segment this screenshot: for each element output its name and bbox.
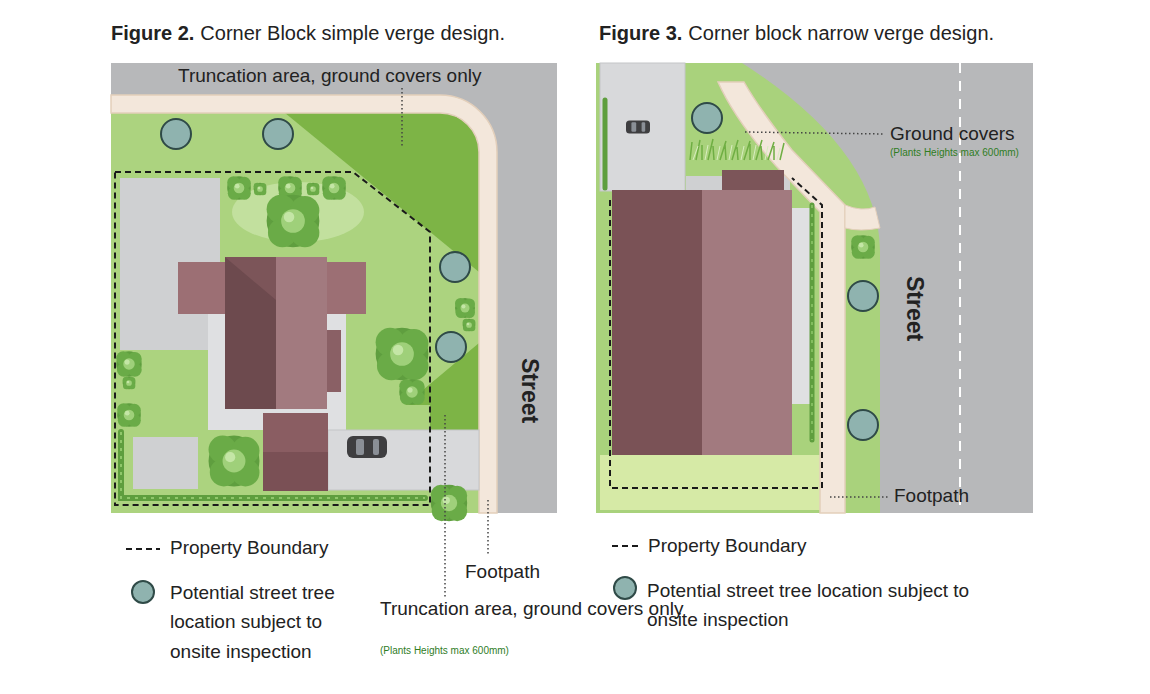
legend-entry: Potential street tree location subject t… (647, 576, 992, 635)
figure-caption: Corner block narrow verge design. (688, 21, 994, 45)
callout-label: Truncation area, ground covers only (380, 598, 683, 621)
callout-label: Truncation area, ground covers only (178, 65, 481, 88)
legend-entry: Property Boundary (170, 537, 328, 560)
figure-2-plan (111, 63, 557, 603)
street-label: Street (900, 276, 928, 341)
callout-label: Ground covers (890, 123, 1015, 146)
height-note: (Plants Heights max 600mm) (890, 147, 1019, 159)
figure-3-plan (596, 63, 1033, 599)
height-note: (Plants Heights max 600mm) (380, 645, 509, 657)
street-label: Street (515, 358, 543, 423)
figure-caption: Corner Block simple verge design. (200, 21, 505, 45)
callout-label: Footpath (465, 561, 540, 584)
legend-entry: Potential street tree location subject t… (170, 578, 370, 666)
callout-label: Footpath (894, 485, 969, 508)
legend-entry: Property Boundary (648, 535, 806, 558)
figure-number: Figure 2. (111, 21, 194, 45)
figure-number: Figure 3. (599, 21, 682, 45)
